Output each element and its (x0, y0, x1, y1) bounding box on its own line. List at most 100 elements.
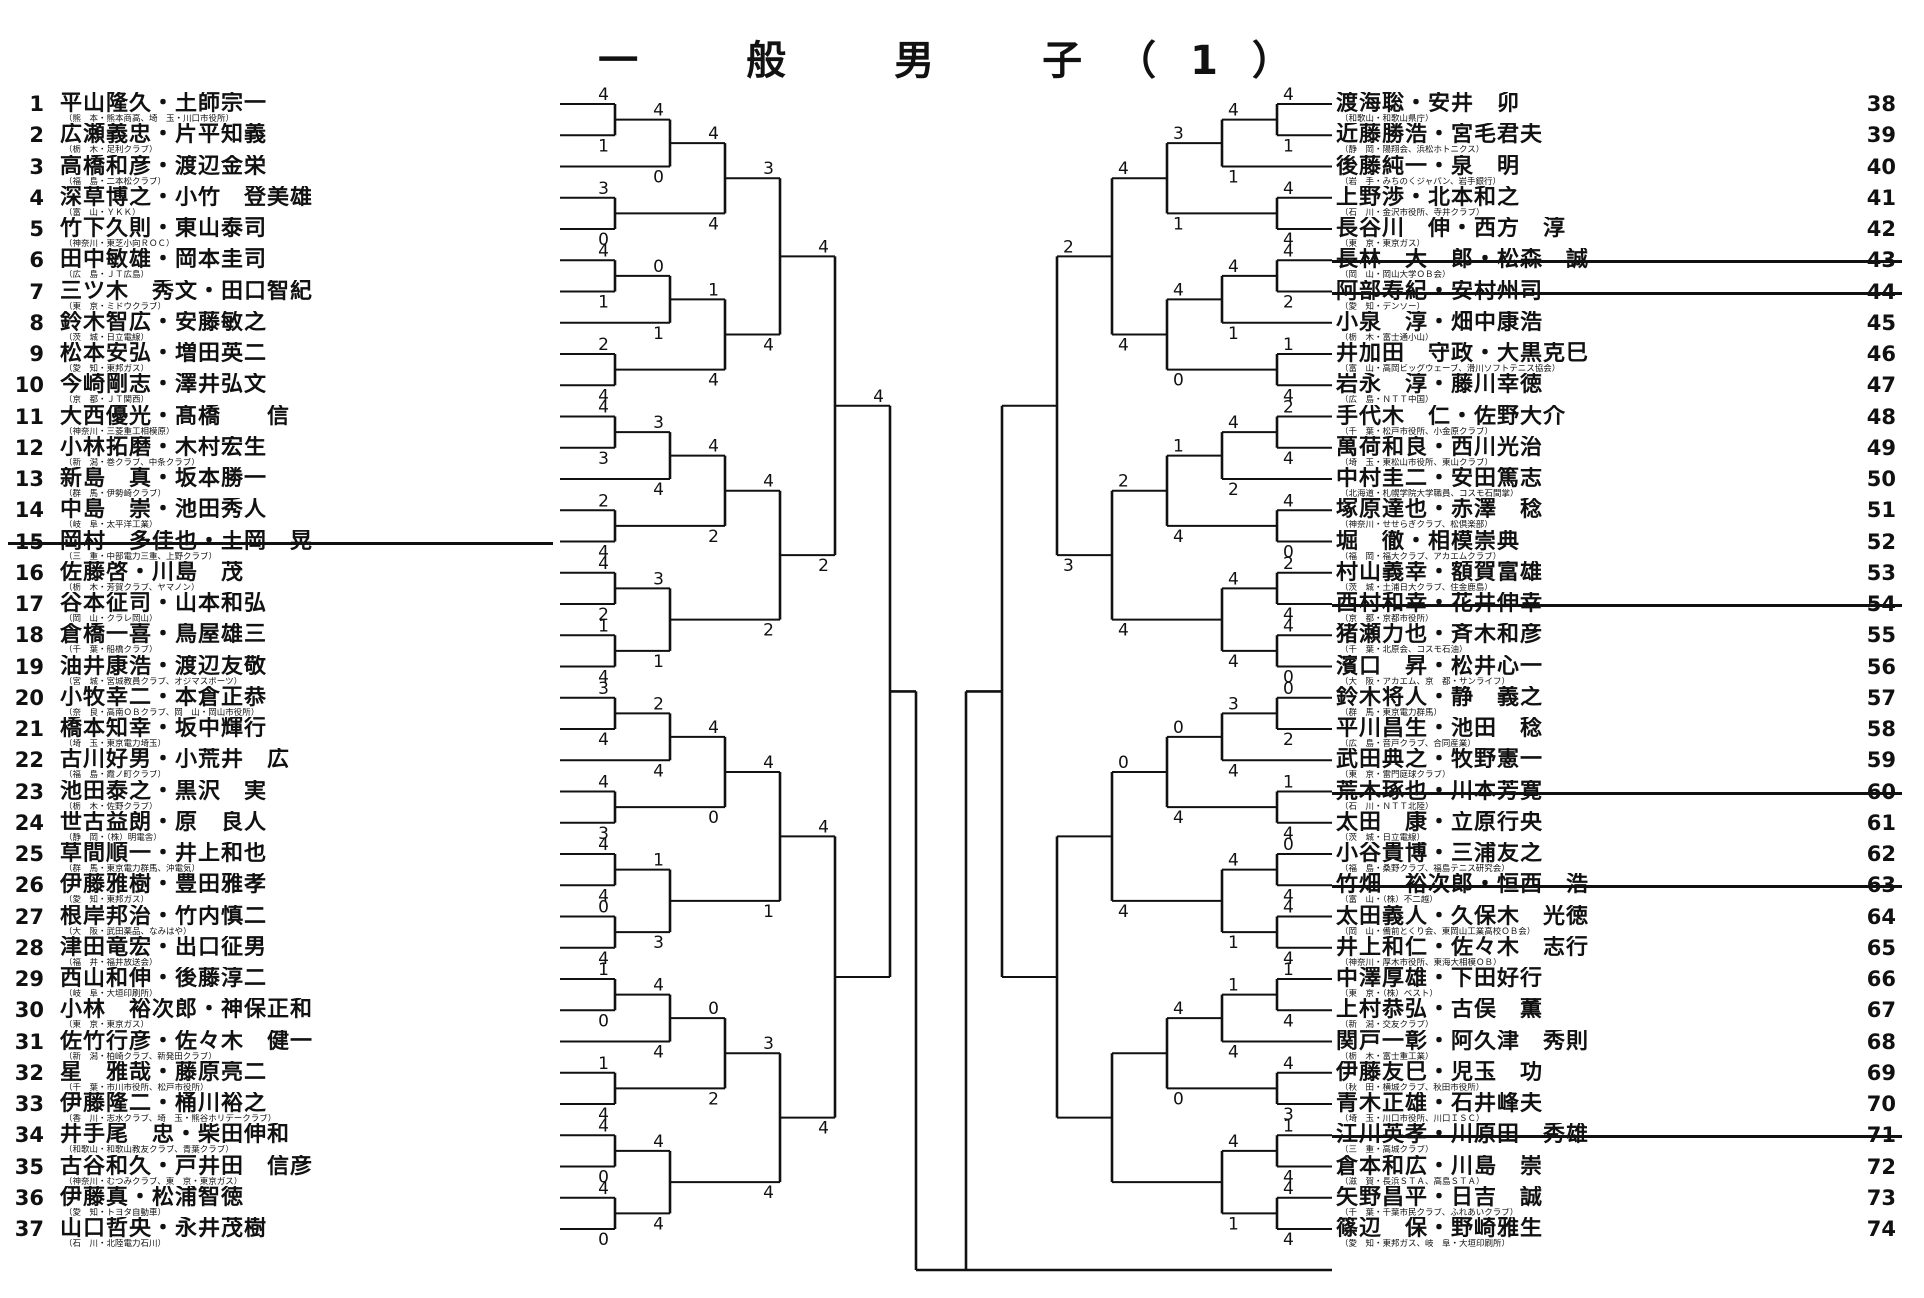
entry-number: 18 (14, 623, 44, 648)
match-score: 4 (653, 976, 664, 996)
pair-names: 竹畑 裕次郎・恒西 浩 (1336, 873, 1590, 898)
entry-number: 48 (1866, 404, 1896, 429)
pair-affiliation: （新 潟・交友クラブ） (1340, 1020, 1434, 1031)
entry-number: 57 (1866, 685, 1896, 710)
pair-names: 岡村 多佳也・土岡 晃 (60, 529, 314, 554)
match-score: 3 (1283, 1105, 1294, 1125)
match-score: 0 (708, 808, 719, 828)
pair-affiliation: （群 馬・東京電力群馬、沖電気） (64, 864, 201, 874)
match-score: 4 (1283, 386, 1294, 406)
match-score: 4 (1173, 527, 1184, 547)
match-score: 1 (598, 293, 609, 313)
entry-number: 14 (14, 498, 44, 523)
pair-affiliation: （埼 玉・東京電力埼玉） (64, 739, 167, 749)
entry-number: 21 (14, 717, 44, 741)
match-score: 2 (653, 694, 664, 714)
match-score: 2 (1283, 293, 1294, 313)
withdrawn-strike (1332, 604, 1902, 607)
pair-affiliation: （福 岡・福大クラブ、アカエムクラブ） (1340, 551, 1502, 562)
match-score: 1 (1173, 437, 1184, 457)
pair-affiliation: （福 井・福井放送会） (64, 957, 158, 968)
entry-number: 50 (1866, 467, 1896, 491)
pair-affiliation: （群 馬・伊勢崎クラブ） (64, 489, 167, 499)
pair-affiliation: （岡 山・岡山大学ＯＢ会） (1340, 270, 1451, 281)
match-score: 4 (598, 949, 609, 969)
entry-number: 53 (1866, 560, 1896, 585)
pair-names: 倉本和広・川島 崇 (1336, 1154, 1544, 1179)
pair-affiliation: （岐 阜・大垣印刷所） (64, 989, 158, 999)
pair-affiliation: （岡 山・備前とくり会、東岡山工業高校ＯＢ会） (1340, 926, 1536, 937)
pair-affiliation: （東 京・雷門庭球クラブ） (1340, 770, 1451, 781)
match-score: 1 (653, 324, 664, 344)
pair-names: 松本安弘・増田英二 (60, 342, 268, 366)
pair-affiliation: （広 島・ＮＴＴ中国） (1340, 395, 1434, 406)
pair-affiliation: （宮 城・宮城教員クラブ、オジマスポーツ） (64, 676, 243, 687)
entry-number: 47 (1866, 373, 1896, 398)
pair-affiliation: （栃 木・芳賀クラブ、ヤマノン） (64, 582, 200, 593)
match-score: 0 (1173, 1089, 1184, 1109)
pair-names: 江川英孝・川原田 秀雄 (1336, 1123, 1590, 1148)
entry-number: 69 (1866, 1060, 1896, 1085)
pair-names: 小林 裕次郎・神保正和 (60, 998, 314, 1023)
pair-names: 上野渉・北本和之 (1336, 185, 1521, 210)
match-score: 1 (1228, 976, 1239, 996)
pair-affiliation: （富 山・ＹＫＫ） (64, 207, 141, 218)
match-score: 4 (1228, 851, 1239, 871)
match-score: 4 (1283, 886, 1294, 906)
entry-number: 35 (14, 1154, 44, 1179)
entry-number: 56 (1866, 654, 1896, 679)
pair-names: 手代木 仁・佐野大介 (1336, 404, 1567, 429)
match-score: 1 (598, 960, 609, 980)
match-score: 3 (1228, 694, 1239, 714)
pair-names: 上村恭弘・古俣 薫 (1336, 998, 1544, 1023)
match-score: 4 (873, 387, 884, 407)
match-score: 0 (653, 168, 664, 188)
match-score: 0 (1173, 718, 1184, 738)
pair-affiliation: （千 葉・千葉市民クラブ、ふれあいクラブ） (1340, 1207, 1519, 1218)
entry-number: 13 (14, 467, 44, 491)
pair-names: 武田典之・牧野憲一 (1336, 748, 1544, 773)
pair-affiliation: （栃 木・富士重工業） (1340, 1051, 1434, 1062)
entry-number: 30 (14, 998, 44, 1023)
pair-names: 星 雅哉・藤原亮二 (60, 1060, 268, 1085)
pair-names: 佐竹行彦・佐々木 健一 (60, 1029, 314, 1054)
pair-names: 根岸邦治・竹内慎二 (60, 904, 268, 929)
match-score: 4 (598, 1116, 609, 1136)
match-score: 2 (1228, 480, 1239, 500)
match-score: 3 (763, 159, 774, 179)
entry-number: 46 (1866, 342, 1896, 366)
match-score: 4 (1283, 1230, 1294, 1250)
pair-names: 油井康浩・渡辺友敬 (60, 654, 268, 679)
match-score: 4 (598, 398, 609, 418)
pair-names: 堀 徹・相模崇典 (1336, 529, 1521, 554)
pair-names: 新島 真・坂本勝一 (60, 467, 268, 491)
match-score: 1 (1283, 1116, 1294, 1136)
entry-number: 12 (14, 435, 44, 460)
pair-names: 井手尾 忠・柴田伸和 (60, 1123, 291, 1148)
pair-affiliation: （香 川・志水クラブ、埼 玉・熊谷ホリデークラブ） (64, 1114, 277, 1124)
match-score: 4 (1283, 616, 1294, 636)
match-score: 4 (1173, 808, 1184, 828)
match-score: 4 (1283, 1179, 1294, 1199)
entry-number: 38 (1866, 92, 1896, 116)
match-score: 0 (598, 1168, 609, 1188)
match-score: 4 (598, 554, 609, 574)
match-score: 4 (763, 335, 774, 355)
entry-number: 58 (1866, 717, 1896, 741)
pair-affiliation: （秋 田・横城クラブ、秋田市役所） (1340, 1082, 1485, 1093)
match-score: 4 (1283, 949, 1294, 969)
pair-affiliation: （岩 手・みちのくジャパン、岩手銀行） (1340, 176, 1501, 187)
entry-number: 68 (1866, 1029, 1896, 1054)
